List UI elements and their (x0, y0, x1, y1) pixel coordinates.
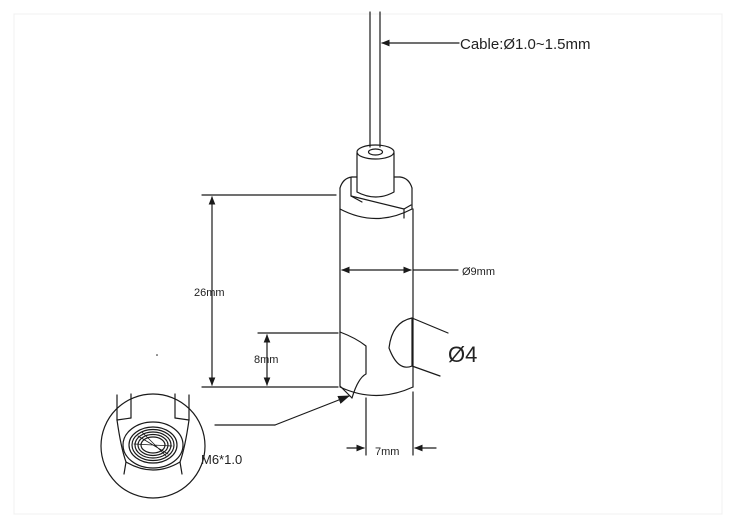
body-flat-cut (339, 331, 367, 399)
diameter-label: Ø9mm (462, 266, 495, 278)
hole-leader (411, 317, 449, 377)
thread-depth-dimension (257, 332, 339, 386)
thread-detail (100, 393, 206, 499)
height-label: 26mm (194, 287, 225, 299)
thread-label: M6*1.0 (201, 452, 242, 467)
width-label: 7mm (375, 446, 399, 458)
body-cylinder (339, 208, 414, 396)
stray-dot (156, 354, 158, 356)
cable-collar (356, 144, 395, 198)
detail-pointer (214, 395, 351, 426)
cable (369, 11, 381, 148)
thread-depth-label: 8mm (254, 354, 278, 366)
height-dimension (201, 194, 339, 388)
cable-label: Cable:Ø1.0~1.5mm (460, 36, 590, 53)
page-frame (13, 13, 723, 515)
cross-hole (388, 317, 413, 368)
width-dimension (346, 391, 437, 456)
body-top (339, 176, 413, 219)
hole-label: Ø4 (448, 342, 477, 367)
